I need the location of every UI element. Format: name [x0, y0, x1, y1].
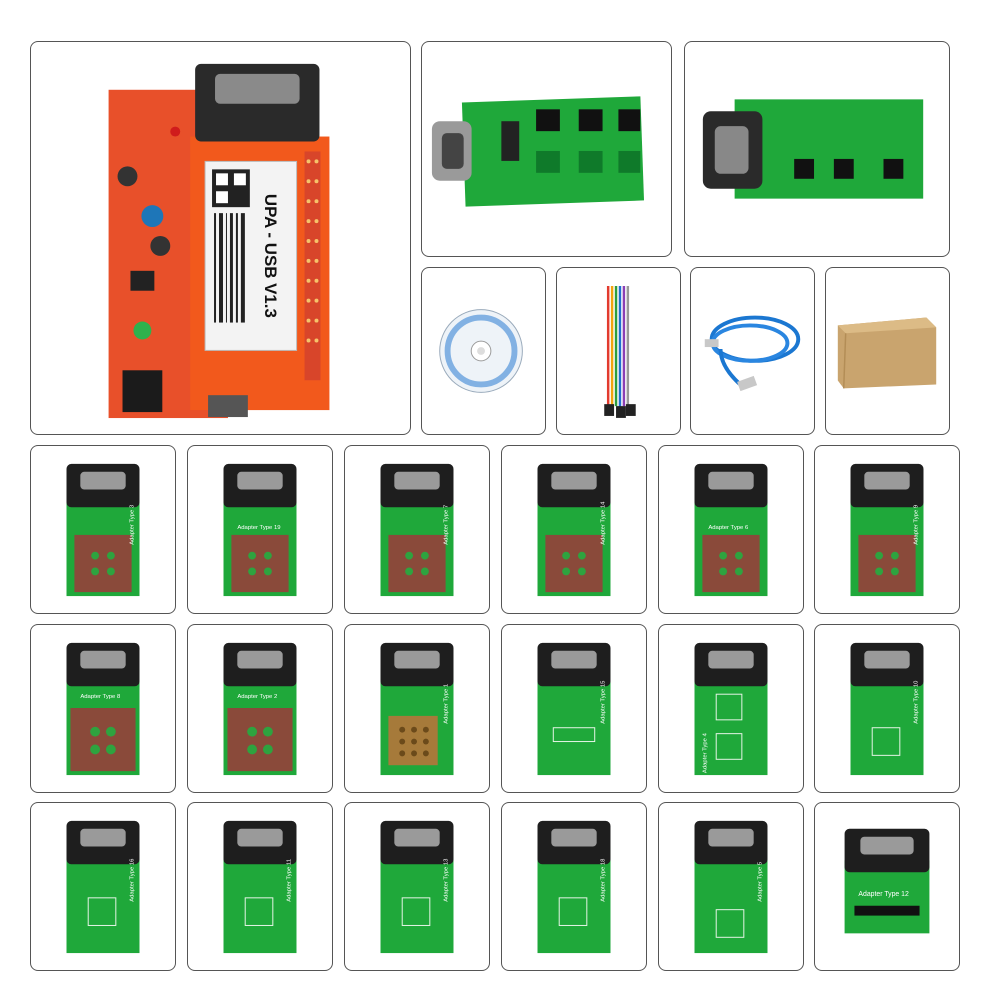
adapter-image: Adapter Type 2: [223, 642, 297, 776]
adapter-label: Adapter Type 4: [702, 732, 708, 773]
adapter-card-type-18: Adapter Type 18: [501, 802, 647, 971]
adapter-card-type-7: Adapter Type 7: [344, 445, 490, 614]
plcc-socket-icon: [388, 534, 446, 593]
eeprom-adapter-image: [431, 96, 645, 207]
ic-footprint-icon: [715, 693, 743, 721]
adapter-image: Adapter Type 11: [223, 820, 297, 954]
adapter-label: Adapter Type 9: [914, 505, 920, 545]
adapter-label: Adapter Type 6: [708, 525, 749, 531]
ic-footprint-icon: [552, 727, 596, 743]
microwire-adapter-panel: [684, 41, 950, 257]
plcc-socket-icon: [70, 708, 136, 772]
adapter-card-type-8: Adapter Type 8: [30, 624, 176, 793]
adapter-label: Adapter Type 18: [601, 858, 607, 902]
adapter-image: Adapter Type 4: [694, 642, 768, 776]
ic-footprint-icon: [87, 897, 117, 926]
plcc-socket-icon: [545, 534, 603, 593]
wires-panel: [556, 267, 681, 435]
usb-cable-panel: [690, 267, 815, 435]
box-panel: [825, 267, 950, 435]
adapter-image: Adapter Type 18: [537, 820, 611, 954]
adapter-label: Adapter Type 1: [444, 684, 450, 724]
adapter-card-type-10: Adapter Type 10: [814, 624, 960, 793]
adapter-label: Adapter Type 11: [287, 859, 293, 902]
eeprom-adapter-panel: [421, 41, 672, 257]
main-unit-label: UPA - USB V1.3: [261, 194, 280, 318]
adapter-image: Adapter Type 16: [66, 820, 140, 954]
adapter-card-type-6: Adapter Type 6: [658, 445, 804, 614]
adapter-label: Adapter Type 15: [601, 680, 607, 724]
cd-panel: [421, 267, 546, 435]
ic-footprint-icon: [715, 909, 745, 938]
adapter-label: Adapter Type 2: [237, 694, 277, 700]
adapter-card-type-4: Adapter Type 4: [658, 624, 804, 793]
jumper-wires-icon: [604, 286, 636, 418]
cd-disc-icon: [439, 309, 523, 393]
ic-footprint-icon: [871, 727, 901, 756]
adapter-image: Adapter Type 10: [850, 642, 924, 776]
adapter-card-type-15: Adapter Type 15: [501, 624, 647, 793]
adapter-label: Adapter Type 16: [130, 858, 136, 902]
adapter-label: Adapter Type 5: [758, 861, 764, 902]
power-jack-icon: [122, 370, 163, 413]
adapter-card-type-3: Adapter Type 3: [30, 445, 176, 614]
plcc-socket-icon: [74, 534, 132, 593]
usb-cable-icon: [704, 315, 801, 392]
microwire-adapter-image: [702, 99, 924, 199]
pin-header-icon: [854, 905, 920, 916]
adapter-card-type-13: Adapter Type 13: [344, 802, 490, 971]
main-unit-panel: UPA - USB V1.3: [30, 41, 411, 435]
adapter-label: Adapter Type 14: [601, 501, 607, 545]
adapter-image: Adapter Type 1: [380, 642, 454, 776]
adapter-image: Adapter Type 6: [694, 463, 768, 597]
plcc-socket-icon: [702, 534, 760, 593]
adapter-card-type-11: Adapter Type 11: [187, 802, 333, 971]
adapter-card-type-1: Adapter Type 1: [344, 624, 490, 793]
adapter-card-type-19: Adapter Type 19: [187, 445, 333, 614]
upa-usb-board-image: UPA - USB V1.3: [108, 63, 330, 419]
ic-footprint-icon: [401, 897, 431, 926]
adapter-image: Adapter Type 9: [850, 463, 924, 597]
ic-footprint-icon: [244, 897, 274, 926]
adapter-image: Adapter Type 3: [66, 463, 140, 597]
plcc-socket-icon: [227, 708, 293, 772]
adapter-image: Adapter Type 15: [537, 642, 611, 776]
adapter-card-type-9: Adapter Type 9: [814, 445, 960, 614]
adapter-label: Adapter Type 19: [237, 525, 280, 531]
adapter-image: Adapter Type 12: [844, 828, 930, 934]
adapter-label: Adapter Type 10: [914, 680, 920, 724]
plcc-socket-icon: [231, 534, 289, 593]
plcc-socket-icon: [858, 534, 916, 593]
adapter-image: Adapter Type 13: [380, 820, 454, 954]
adapter-image: Adapter Type 14: [537, 463, 611, 597]
adapter-image: Adapter Type 8: [66, 642, 140, 776]
adapter-card-type-12: Adapter Type 12: [814, 802, 960, 971]
carton-box-icon: [837, 317, 937, 389]
adapter-label: Adapter Type 12: [858, 891, 909, 898]
adapter-card-type-5: Adapter Type 5: [658, 802, 804, 971]
ic-footprint-icon: [558, 897, 588, 926]
adapter-label: Adapter Type 3: [130, 504, 136, 545]
adapter-card-type-2: Adapter Type 2: [187, 624, 333, 793]
adapter-image: Adapter Type 7: [380, 463, 454, 597]
adapter-image: Adapter Type 19: [223, 463, 297, 597]
capacitor-icon: [117, 166, 138, 187]
barcode-icon: [214, 213, 245, 323]
adapter-card-type-14: Adapter Type 14: [501, 445, 647, 614]
adapter-card-type-16: Adapter Type 16: [30, 802, 176, 971]
adapter-image: Adapter Type 5: [694, 820, 768, 954]
adapter-label: Adapter Type 7: [444, 505, 450, 545]
adapter-label: Adapter Type 13: [444, 858, 450, 902]
adapter-label: Adapter Type 8: [80, 694, 121, 700]
